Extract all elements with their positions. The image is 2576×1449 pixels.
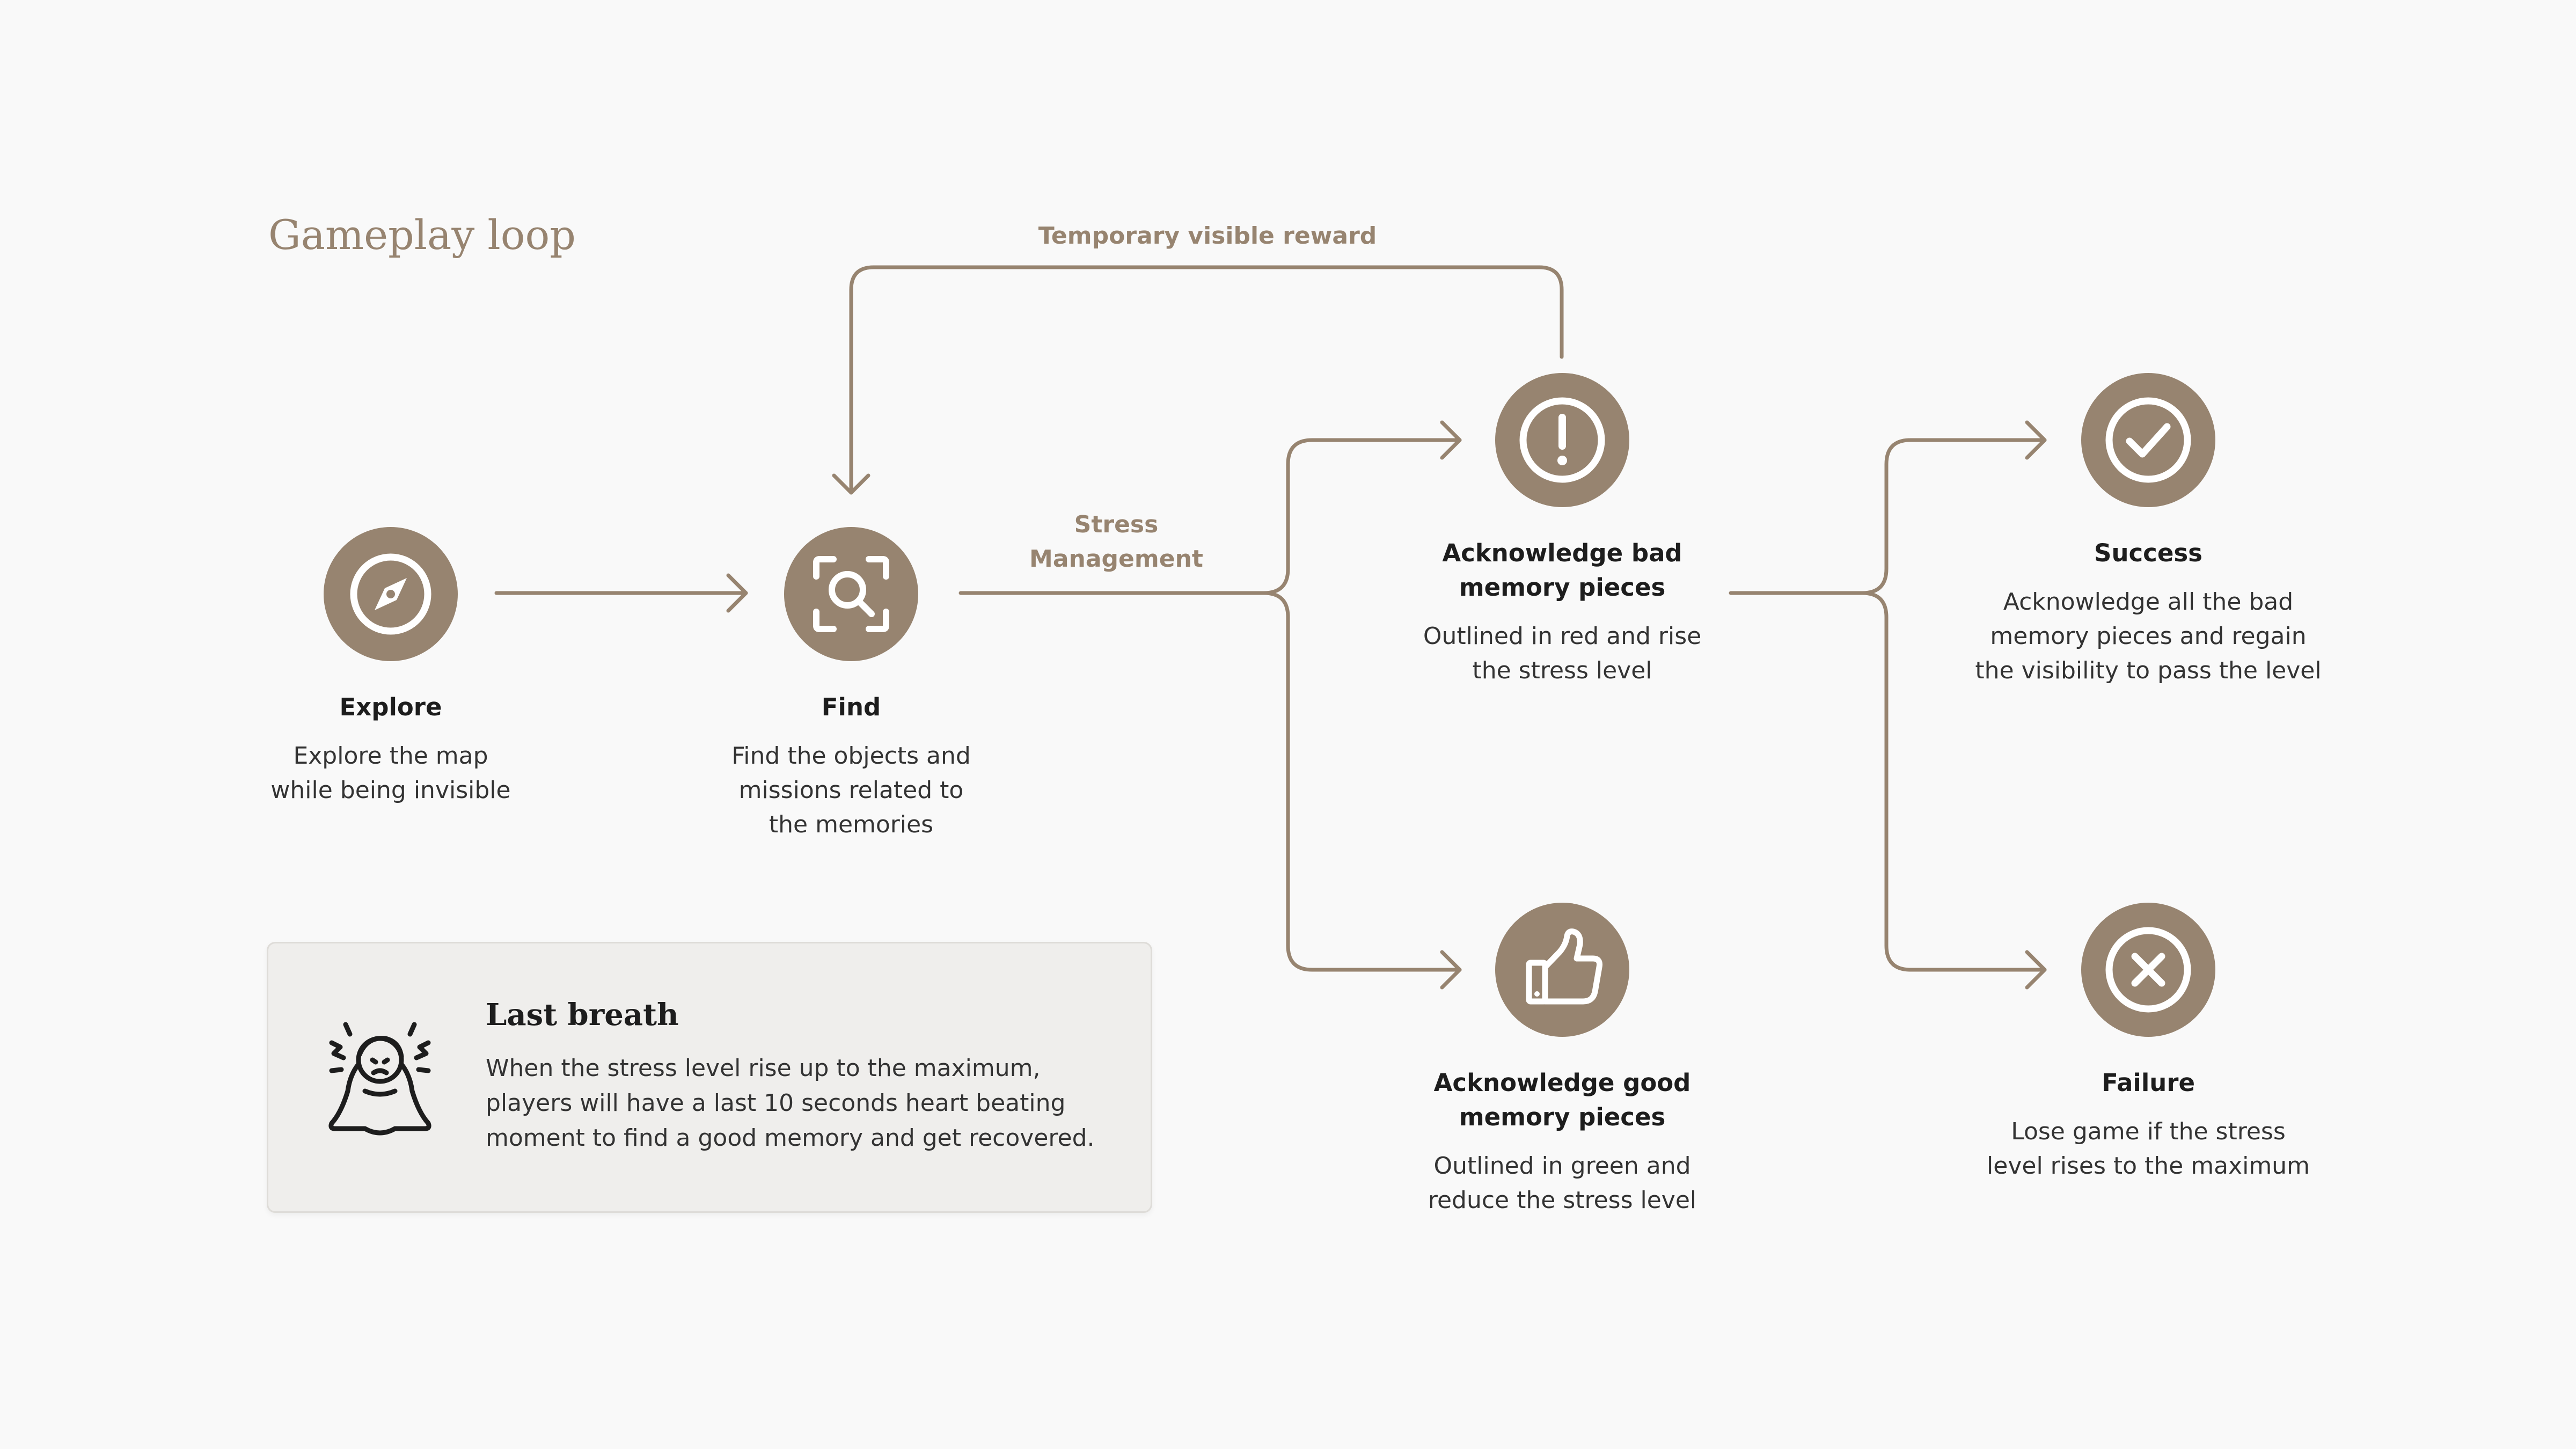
compass-icon (350, 553, 431, 635)
arrow-reward-loop (849, 265, 1564, 495)
arrowhead-reward-loop (832, 473, 870, 495)
callout-title: Last breath (486, 997, 679, 1033)
page-title: Gameplay loop (268, 211, 576, 259)
bad-memory-title: Acknowledge bad memory pieces (1442, 539, 1682, 602)
failure-title: Failure (2101, 1069, 2196, 1097)
good-memory-title: Acknowledge good memory pieces (1433, 1069, 1691, 1131)
scan-search-icon (813, 556, 889, 632)
explore-node (324, 527, 458, 661)
arrowhead-to-bad (1440, 420, 1462, 460)
thumbs-up-icon (1526, 928, 1602, 1005)
good-memory-desc: Outlined in green and reduce the stress … (1428, 1152, 1697, 1214)
arrowhead-explore-to-find (726, 573, 748, 613)
edge-label-stress: Stress Management (1029, 511, 1203, 573)
bad-memory-node (1495, 373, 1629, 507)
arrowhead-to-success (2025, 420, 2047, 460)
arrowhead-to-failure (2025, 950, 2047, 990)
failure-node (2081, 903, 2215, 1037)
success-title: Success (2094, 539, 2202, 567)
arrow-branch-to-success (1860, 438, 2047, 595)
last-breath-callout: Last breath When the stress level rise u… (267, 942, 1152, 1213)
success-desc: Acknowledge all the bad memory pieces an… (1975, 588, 2322, 684)
check-circle-icon (2105, 397, 2191, 483)
arrow-bad-to-branch (1729, 591, 2047, 972)
find-desc: Find the objects and missions related to… (731, 742, 971, 838)
failure-desc: Lose game if the stress level rises to t… (1987, 1118, 2310, 1180)
explore-title: Explore (339, 693, 442, 721)
find-node (784, 527, 918, 661)
edge-label-reward: Temporary visible reward (1038, 222, 1377, 250)
x-circle-icon (2105, 927, 2191, 1013)
stressed-person-icon (328, 1022, 431, 1136)
explore-desc: Explore the map while being invisible (270, 742, 511, 804)
callout-text: When the stress level rise up to the max… (486, 1055, 1095, 1152)
arrow-branch-to-bad (1262, 438, 1462, 595)
find-title: Find (821, 693, 881, 721)
good-memory-node (1495, 903, 1629, 1037)
bad-memory-desc: Outlined in red and rise the stress leve… (1423, 623, 1702, 684)
exclamation-icon (1519, 397, 1605, 483)
success-node (2081, 373, 2215, 507)
arrowhead-to-good (1440, 950, 1462, 990)
arrow-find-to-branch (958, 591, 1462, 972)
